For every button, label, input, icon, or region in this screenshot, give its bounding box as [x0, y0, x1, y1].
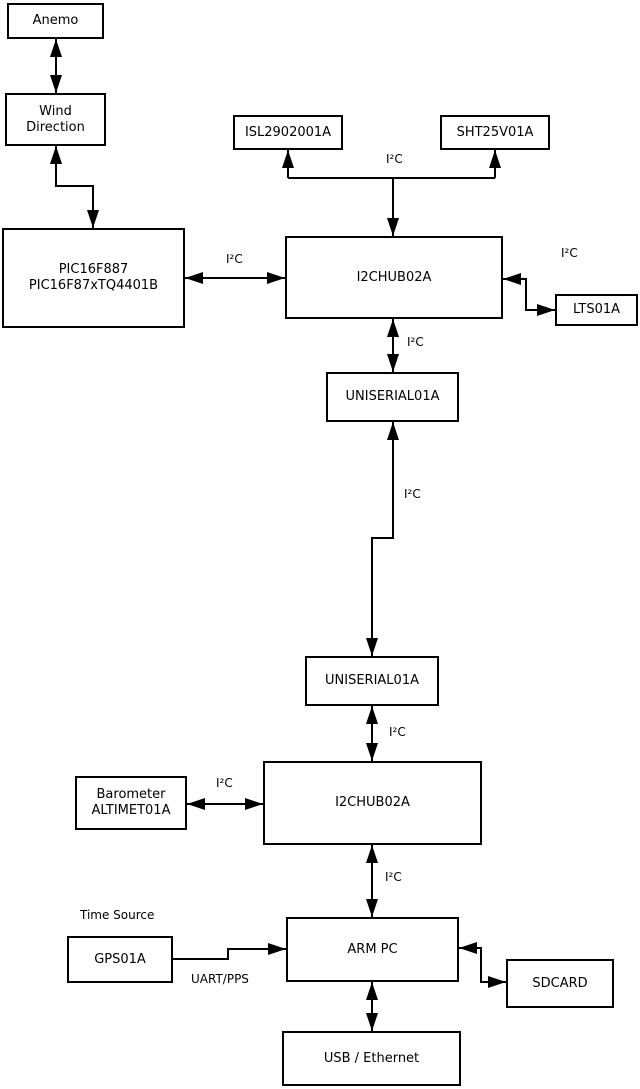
node-pic-line2: PIC16F87xTQ4401B [28, 278, 159, 293]
node-isl: ISL2902001A [233, 115, 343, 150]
node-wind-direction-line2: Direction [26, 119, 85, 135]
node-arm-pc-label: ARM PC [347, 941, 398, 957]
node-sht-label: SHT25V01A [456, 124, 534, 140]
node-pic-line1: PIC16F887 [58, 262, 129, 277]
node-barometer-line1: Barometer [96, 787, 166, 802]
edge-label-gps-armpc: UART/PPS [191, 972, 249, 986]
node-i2chub-top: I2CHUB02A [285, 236, 503, 319]
annotation-time-source: Time Source [80, 908, 155, 922]
node-i2chub-bottom-label: I2CHUB02A [335, 795, 410, 810]
node-pic: PIC16F887 PIC16F87xTQ4401B [2, 228, 185, 328]
edge-label-hub-uniserial: I²C [407, 335, 424, 349]
edge-label-bus-isl-sht: I²C [386, 152, 403, 166]
node-uniserial-bottom-label: UNISERIAL01A [325, 673, 419, 688]
node-uniserial-bottom: UNISERIAL01A [305, 656, 439, 706]
node-usb-ethernet-label: USB / Ethernet [323, 1050, 420, 1066]
edge-uniserial-link [366, 422, 399, 656]
node-uniserial-top-label: UNISERIAL01A [345, 389, 440, 404]
node-arm-pc: ARM PC [286, 917, 459, 982]
edge-label-uniserial-hub2: I²C [389, 725, 406, 739]
node-gps: GPS01A [67, 936, 173, 983]
edge-wind-pic [50, 146, 99, 228]
node-sdcard: SDCARD [506, 959, 614, 1008]
node-lts-label: LTS01A [572, 302, 621, 317]
node-anemo-label: Anemo [32, 13, 79, 28]
node-wind-direction: Wind Direction [5, 93, 106, 146]
node-isl-label: ISL2902001A [244, 124, 332, 140]
node-usb-ethernet: USB / Ethernet [282, 1031, 461, 1086]
node-wind-direction-line1: Wind [39, 103, 72, 119]
node-sdcard-label: SDCARD [532, 975, 588, 991]
node-barometer: Barometer ALTIMET01A [75, 776, 187, 830]
node-sht: SHT25V01A [440, 115, 550, 150]
edge-label-hub-lts: I²C [561, 246, 578, 260]
node-i2chub-top-label: I2CHUB02A [356, 269, 432, 285]
edge-gps-armpc [173, 943, 286, 960]
edge-armpc-sdcard [459, 942, 506, 988]
node-gps-label: GPS01A [94, 951, 146, 967]
node-anemo: Anemo [7, 3, 104, 39]
edge-label-hub2-armpc: I²C [385, 870, 402, 884]
edge-i2chub-top-lts [503, 273, 555, 316]
edge-label-barometer-hub2: I²C [216, 776, 233, 790]
edge-label-uniserial-link: I²C [404, 487, 421, 501]
edge-label-pic-hub: I²C [226, 252, 243, 266]
node-i2chub-bottom: I2CHUB02A [263, 761, 482, 845]
node-barometer-line2: ALTIMET01A [91, 803, 171, 818]
node-uniserial-top: UNISERIAL01A [326, 372, 459, 422]
node-lts: LTS01A [555, 294, 638, 326]
